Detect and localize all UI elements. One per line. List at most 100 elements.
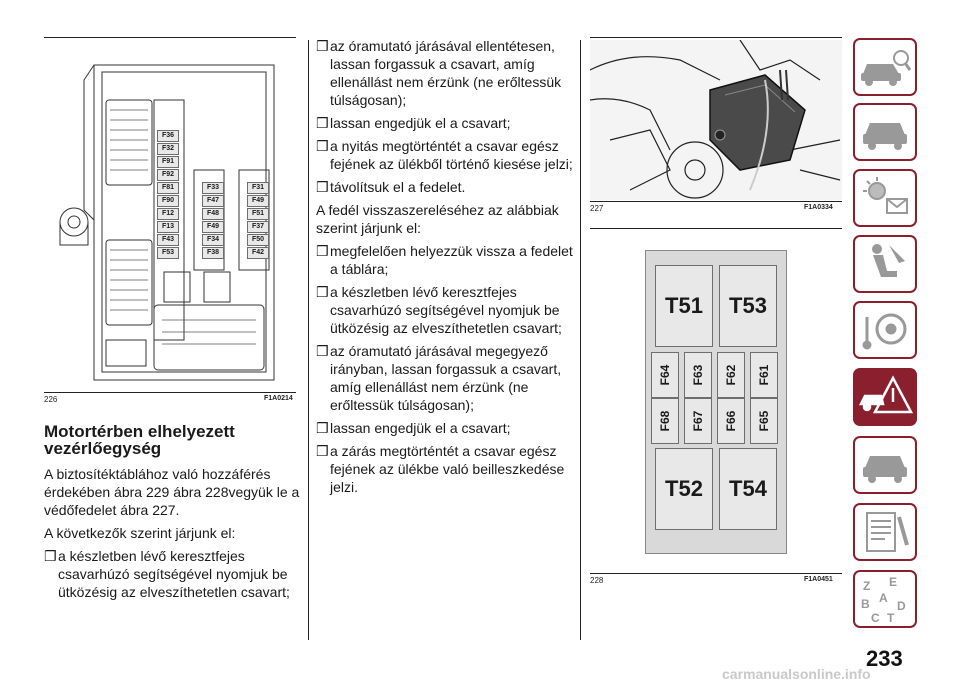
bullet-box-icon: ❒ xyxy=(44,548,57,564)
fuse-cell: F62 xyxy=(717,352,745,398)
fuse-label: F51 xyxy=(251,210,265,217)
svg-text:Z: Z xyxy=(863,579,870,593)
step-text: megfelelően helyezzük vissza a fedelet a… xyxy=(330,243,573,277)
step-item: ❒az óramutató járásával megegyező irányb… xyxy=(316,342,574,414)
intro-paragraph: A biztosítéktáblához való hozzáférés érd… xyxy=(44,466,300,518)
step-item: ❒az óramutató járásával ellentétesen, la… xyxy=(316,37,574,109)
fuse-cell: F48 xyxy=(202,208,224,220)
bullet-box-icon: ❒ xyxy=(316,420,329,436)
fig226-top-rule xyxy=(44,37,296,38)
step-item: ❒a készletben lévő keresztfejes csavarhú… xyxy=(316,283,574,337)
tab-lights-messages[interactable] xyxy=(853,169,917,227)
fuse-label: F62 xyxy=(724,364,738,386)
bullet-box-icon: ❒ xyxy=(316,343,329,359)
fuse-label: F65 xyxy=(757,410,771,432)
fuse-label: F43 xyxy=(161,236,175,243)
bullet-box-icon: ❒ xyxy=(316,243,329,259)
fuse-cell: T51 xyxy=(655,265,713,347)
engine-bay-cover-drawing xyxy=(590,40,842,200)
fuse-label: F33 xyxy=(206,184,220,191)
tab-dashboard[interactable] xyxy=(853,103,917,161)
fuse-label: F63 xyxy=(691,364,705,386)
fuse-cell: F34 xyxy=(202,234,224,246)
tab-car-info[interactable] xyxy=(853,38,917,96)
fuse-box-diagram xyxy=(59,64,275,381)
fuse-label: F50 xyxy=(251,236,265,243)
fuse-label: F38 xyxy=(206,249,220,256)
fuse-cell: F43 xyxy=(157,234,179,246)
fuse-cell: F36 xyxy=(157,130,179,142)
fuse-cell: F50 xyxy=(247,234,269,246)
fig227-code: F1A0334 xyxy=(804,204,833,211)
fig228-bottom-rule xyxy=(590,573,842,574)
step-text: az óramutató járásával ellentétesen, las… xyxy=(330,38,562,108)
fuse-label: F32 xyxy=(161,145,175,152)
fuse-label: F91 xyxy=(161,158,175,165)
fig226-code: F1A0214 xyxy=(264,395,293,402)
step-item: ❒megfelelően helyezzük vissza a fedelet … xyxy=(316,242,574,278)
fuse-label: F66 xyxy=(724,410,738,432)
tab-starting-driving[interactable] xyxy=(853,301,917,359)
fuse-cell: F67 xyxy=(684,398,712,444)
step-item: ❒a nyitás megtörténtét a csavar egész fe… xyxy=(316,137,574,173)
step-text: a zárás megtörténtét a csavar egész fejé… xyxy=(330,443,565,495)
car-info-icon xyxy=(861,50,912,86)
fuse-label: F49 xyxy=(251,197,265,204)
svg-text:B: B xyxy=(861,597,870,611)
fuse-cell: F38 xyxy=(202,247,224,259)
fuse-cell: T53 xyxy=(719,265,777,347)
fuse-label: F42 xyxy=(251,249,265,256)
step-text: lassan engedjük el a csavart; xyxy=(330,420,511,436)
step-item: ❒távolítsuk el a fedelet. xyxy=(316,178,574,196)
dashboard-car-icon xyxy=(863,123,907,150)
fuse-label: F90 xyxy=(161,197,175,204)
step-text: a nyitás megtörténtét a csavar egész fej… xyxy=(330,138,573,172)
step-text: lassan engedjük el a csavart; xyxy=(330,115,511,131)
fuse-cell: F64 xyxy=(651,352,679,398)
svg-text:C: C xyxy=(871,611,880,625)
fuse-label: F13 xyxy=(161,223,175,230)
breakdown-warning-icon xyxy=(858,375,914,414)
tab-maintenance[interactable] xyxy=(853,436,917,494)
fuse-label: F37 xyxy=(251,223,265,230)
tab-safety[interactable] xyxy=(853,235,917,293)
technical-data-icon xyxy=(866,512,909,552)
steering-key-icon xyxy=(862,313,907,350)
fuse-cell: F42 xyxy=(247,247,269,259)
bullet-box-icon: ❒ xyxy=(316,443,329,459)
fuse-cell: F92 xyxy=(157,169,179,181)
fuse-label: F92 xyxy=(161,171,175,178)
step-item: ❒ a készletben lévő keresztfejes csavarh… xyxy=(44,547,300,601)
fuse-label: T53 xyxy=(729,293,767,318)
fuse-label: T54 xyxy=(729,476,767,501)
fuse-cell: F13 xyxy=(157,221,179,233)
fuse-cell: F61 xyxy=(750,352,778,398)
svg-text:A: A xyxy=(879,591,888,605)
fuse-label: F68 xyxy=(658,410,672,432)
fuse-cell: F49 xyxy=(247,195,269,207)
fig227-bottom-rule xyxy=(590,201,842,202)
refit-intro: A fedél visszaszereléséhez az alábbiak s… xyxy=(316,202,559,236)
fuse-cell: F53 xyxy=(157,247,179,259)
step-text: a készletben lévő keresztfejes csavarhúz… xyxy=(58,548,290,600)
fuse-cell: F32 xyxy=(157,143,179,155)
tab-technical-data[interactable] xyxy=(853,503,917,561)
fuse-cell: F51 xyxy=(247,208,269,220)
fuse-cell: F66 xyxy=(717,398,745,444)
section-heading-line2: vezérlőegység xyxy=(44,439,162,458)
bullet-box-icon: ❒ xyxy=(316,179,329,195)
tab-in-emergency[interactable] xyxy=(853,368,917,426)
fuse-label: F34 xyxy=(206,236,220,243)
fuse-label: F64 xyxy=(658,364,672,386)
fuse-cell: F81 xyxy=(157,182,179,194)
fuse-label: F48 xyxy=(206,210,220,217)
fig228-number: 228 xyxy=(590,576,604,585)
fuse-cell: F12 xyxy=(157,208,179,220)
fuse-cell: F49 xyxy=(202,221,224,233)
fuse-cell: T52 xyxy=(655,448,713,530)
step-item: ❒a zárás megtörténtét a csavar egész fej… xyxy=(316,442,574,496)
fuse-label: F67 xyxy=(691,410,705,432)
car-maintenance-icon xyxy=(863,456,907,483)
step-text: a készletben lévő keresztfejes csavarhúz… xyxy=(330,284,562,336)
